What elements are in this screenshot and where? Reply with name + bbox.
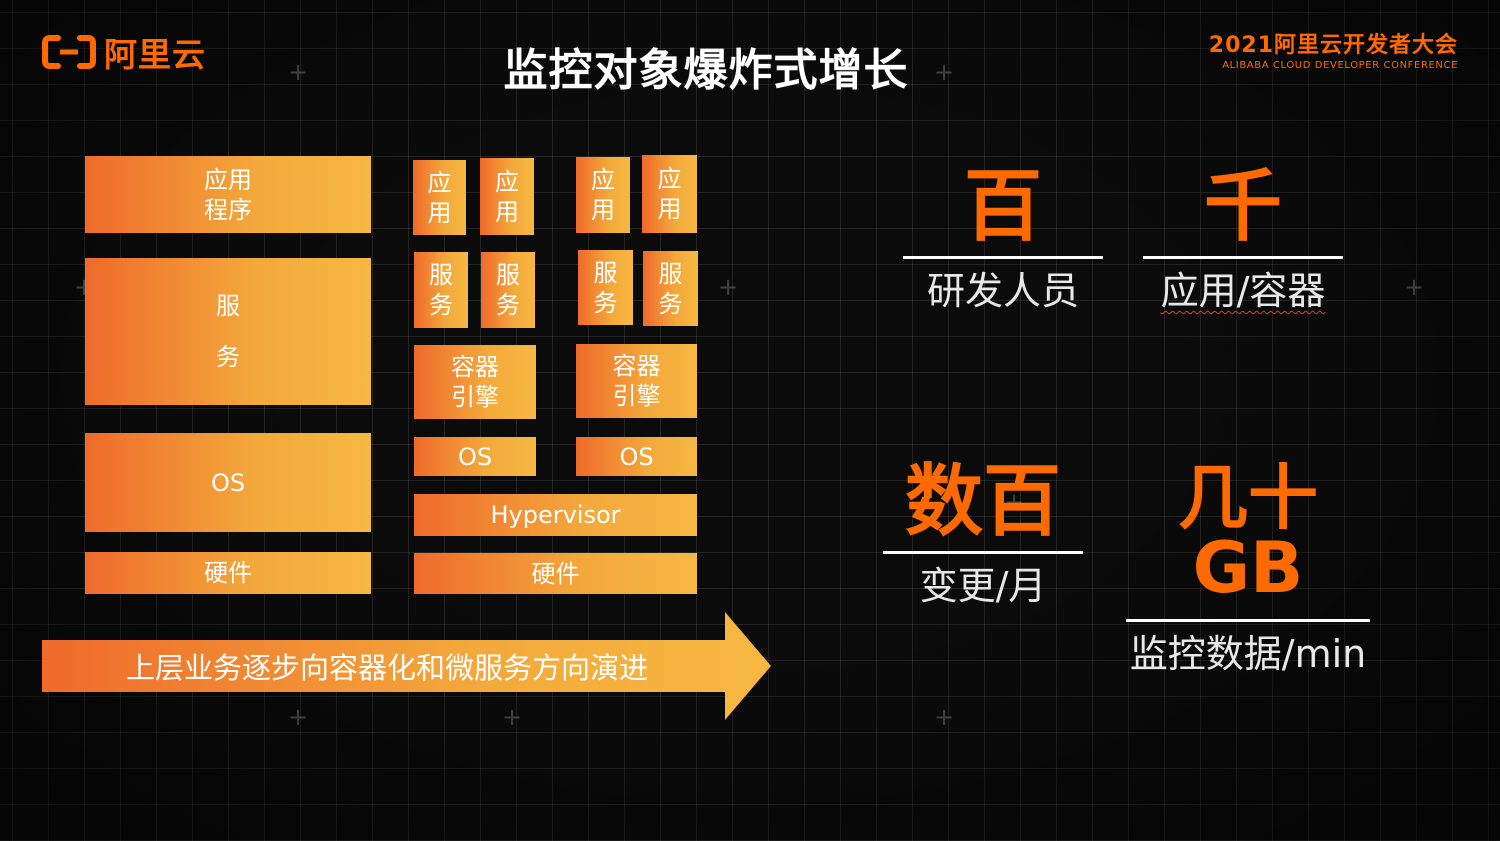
- stack3-engine-line1: 容器: [612, 352, 661, 380]
- stack1-os-label: OS: [210, 468, 246, 497]
- stat-label: 应用/容器: [1143, 269, 1343, 313]
- stack2-app-cell-char: 用: [427, 198, 452, 227]
- stack3-app-cell-char: 用: [657, 195, 682, 223]
- conference-subtitle: ALIBABA CLOUD DEVELOPER CONFERENCE: [1222, 60, 1458, 71]
- stack3-service-cell-char: 务: [658, 289, 683, 318]
- stack3-engine-line2: 引擎: [612, 382, 661, 410]
- alibaba-cloud-logo: 阿里云: [42, 34, 206, 74]
- stack1-service-line1: 服: [216, 291, 240, 320]
- plus-marker-icon: +: [287, 58, 309, 86]
- evolution-arrow-label: 上层业务逐步向容器化和微服务方向演进: [125, 651, 648, 685]
- stack2-service-cell-char: 务: [496, 291, 520, 319]
- plus-marker-icon: +: [501, 703, 523, 731]
- stat-value: 百: [963, 162, 1042, 252]
- stack1-application-block: 应用 程序: [85, 156, 371, 233]
- logo-text: 阿里云: [104, 35, 206, 74]
- stack2-service-cell-char: 务: [429, 291, 453, 319]
- stack1-hardware-block: 硬件: [85, 552, 371, 594]
- stack1-service-line2: 务: [216, 343, 240, 372]
- evolution-arrow-icon: [42, 612, 771, 720]
- stat-value: 几十GB: [1178, 457, 1318, 609]
- stack1-application-line1: 应用: [204, 165, 252, 194]
- stat-label: 研发人员: [926, 269, 1079, 313]
- stack2-hardware-label: 硬件: [531, 559, 580, 588]
- stack3-app-cell-char: 应: [657, 165, 682, 193]
- stack3-service-cell-char: 务: [593, 288, 618, 317]
- plus-marker-icon: +: [933, 703, 955, 731]
- alibaba-cloud-logo-icon: [42, 35, 96, 69]
- stat-label: 监控数据/min: [1129, 632, 1367, 676]
- stack1-os-block: OS: [85, 433, 371, 532]
- stack2-os-label: OS: [457, 442, 493, 471]
- stack3-os-label: OS: [619, 442, 654, 471]
- stat-monitoring-data: 几十GB 监控数据/min: [1126, 463, 1370, 676]
- stat-apps-containers: 千 应用/容器: [1143, 168, 1343, 313]
- stack3-app-cell-char: 用: [591, 196, 615, 224]
- stack1-application-line2: 程序: [204, 195, 252, 224]
- stack2-container-engine-block: 容器 引擎: [414, 345, 536, 419]
- stat-divider: [883, 551, 1083, 554]
- stack1-hardware-label: 硬件: [204, 559, 252, 587]
- plus-marker-icon: +: [1403, 273, 1425, 301]
- stat-divider: [1126, 619, 1370, 622]
- stack3-service-cell-char: 服: [658, 259, 683, 288]
- stack2-engine-line1: 容器: [451, 353, 499, 381]
- conference-title: 2021阿里云开发者大会: [1208, 33, 1458, 58]
- stat-label: 变更/月: [919, 564, 1047, 608]
- stat-label-text: 应用/容器: [1160, 269, 1326, 313]
- stack2-service-cell: 服 务: [414, 252, 468, 328]
- stack3-app-cell: 应 用: [642, 155, 697, 233]
- stack3-service-cell: 服 务: [643, 251, 698, 326]
- stat-changes: 数百 变更/月: [883, 463, 1083, 608]
- stack2-service-cell: 服 务: [481, 252, 535, 328]
- stat-developers: 百 研发人员: [903, 168, 1103, 313]
- stack2-hardware-block: 硬件: [414, 553, 697, 594]
- stack3-container-engine-block: 容器 引擎: [576, 344, 697, 418]
- stat-divider: [903, 256, 1103, 259]
- stack2-app-cell: 应 用: [413, 160, 466, 235]
- plus-marker-icon: +: [717, 273, 739, 301]
- stat-value: 千: [1203, 162, 1282, 252]
- stack3-service-cell-char: 服: [593, 258, 618, 287]
- plus-marker-icon: +: [933, 58, 955, 86]
- stack2-service-cell-char: 服: [496, 261, 520, 289]
- stack3-os-block: OS: [576, 437, 697, 476]
- conference-badge: 2021阿里云开发者大会 ALIBABA CLOUD DEVELOPER CON…: [1209, 33, 1458, 71]
- stat-divider: [1143, 256, 1343, 259]
- stack2-os-block: OS: [414, 437, 536, 476]
- plus-marker-icon: +: [1003, 488, 1025, 516]
- hypervisor-label: Hypervisor: [490, 501, 621, 529]
- stack2-app-cell-char: 应: [427, 168, 452, 197]
- stack2-app-cell-char: 用: [495, 197, 519, 226]
- hypervisor-block: Hypervisor: [414, 494, 697, 536]
- plus-marker-icon: +: [287, 703, 309, 731]
- stack2-app-cell: 应 用: [480, 158, 534, 235]
- stack2-service-cell-char: 服: [429, 261, 453, 289]
- stat-value: 数百: [904, 457, 1061, 547]
- stack3-app-cell: 应 用: [576, 157, 630, 233]
- page-title: 监控对象爆炸式增长: [503, 45, 909, 96]
- stack2-engine-line2: 引擎: [451, 383, 499, 411]
- stack3-app-cell-char: 应: [591, 166, 615, 194]
- stack3-service-cell: 服 务: [578, 250, 633, 325]
- stack1-service-block: 服 务: [85, 258, 371, 405]
- stack2-app-cell-char: 应: [495, 167, 519, 196]
